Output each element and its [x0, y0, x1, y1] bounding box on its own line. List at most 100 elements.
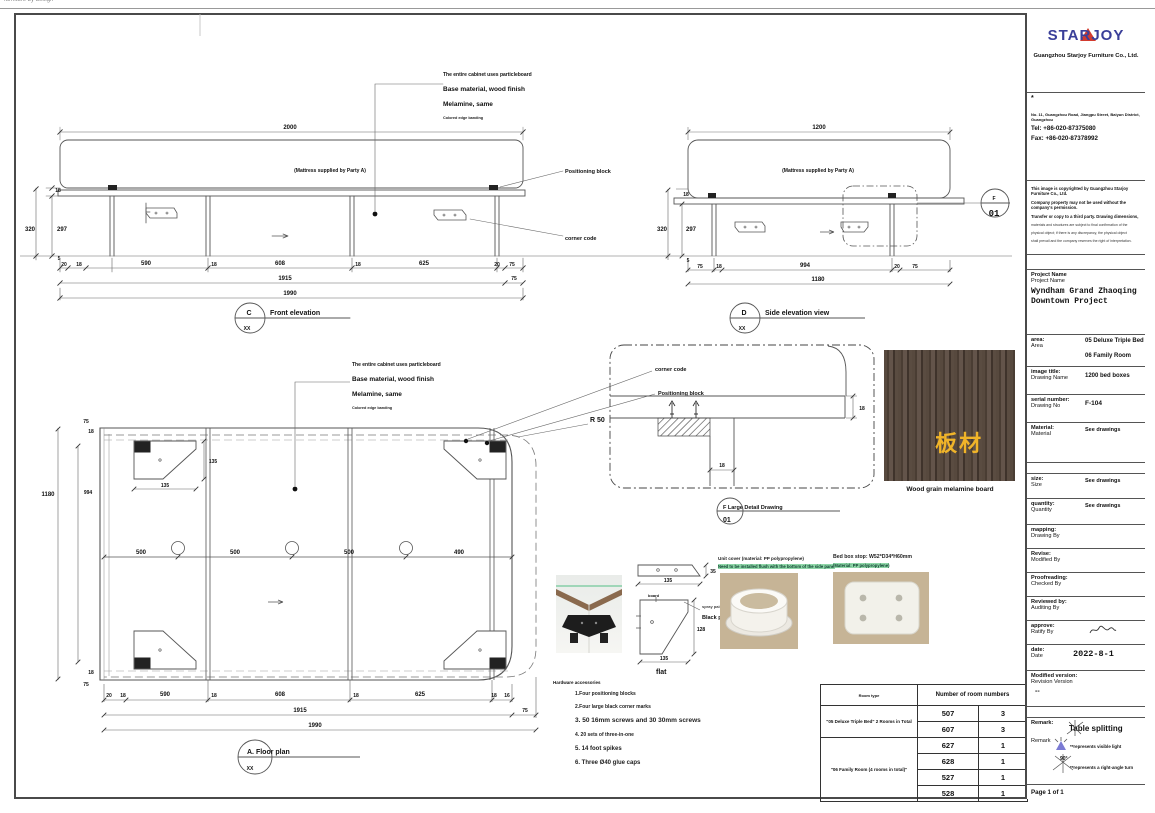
front-b18a: 18 [76, 262, 82, 268]
front-break-mark [271, 233, 289, 239]
plan-r50-label: R 50 [590, 417, 605, 424]
front-r75: 75 [511, 276, 517, 282]
plan-d1180: 1180 [41, 492, 55, 498]
copyright-box: This image is copyrighted by Guangzhou S… [1027, 181, 1145, 255]
side-detail-callout-box [842, 185, 918, 247]
area-value-1: 05 Deluxe Triple Bed [1085, 338, 1144, 344]
side-b75a: 75 [697, 264, 703, 270]
front-b75: 75 [509, 262, 515, 268]
flat-label: flat [656, 669, 667, 676]
plan-b18c: 18 [353, 693, 359, 699]
plan-positioning-block-label: Positioning block [658, 391, 705, 397]
unit-cover-photo [720, 573, 798, 649]
visible-light-icon [1054, 737, 1068, 750]
plan-title: A. Floor plan [247, 749, 290, 756]
note-line-1: The entire cabinet uses particleboard [443, 72, 532, 78]
front-xx: XX [244, 326, 251, 332]
ring-caption-2: Need to be installed flush with the bott… [718, 564, 836, 569]
wood-overlay-text: 板材 [935, 430, 984, 456]
room-628: 628 [917, 753, 979, 770]
project-name-box: Project Name Project Name Wyndham Grand … [1027, 269, 1145, 335]
side-r1180: 1180 [811, 277, 825, 283]
plan-r1990: 1990 [308, 723, 322, 729]
front-top-board [57, 189, 526, 197]
side-b994: 994 [800, 263, 811, 269]
star-mark: * [1031, 95, 1034, 102]
front-legs [109, 195, 500, 257]
modified-by-box: Revise: Modified By [1027, 549, 1145, 573]
hardware-item-6: 6. Three Ø40 glue caps [575, 760, 641, 766]
room-group-2-label: "06 Family Room (4 rooms in total)" [820, 737, 918, 802]
front-mattress-note: (Mattress supplied by Party A) [294, 168, 366, 174]
plan-b20: 20 [106, 693, 112, 699]
company-name: Guangzhou Starjoy Furniture Co., Ltd. [1033, 53, 1139, 59]
detail-d18-bottom: 18 [719, 463, 725, 469]
side-b18: 18 [716, 264, 722, 270]
side-top-board [673, 197, 965, 205]
front-cabinet-notes: The entire cabinet uses particleboard Ba… [443, 72, 593, 120]
size-box: size: Size See drawings [1027, 473, 1145, 499]
room-count-table: Room type Number of room numbers "05 Del… [820, 684, 1028, 802]
front-positioning-block-right [489, 185, 498, 190]
detail-title: F Large Detail Drawing [723, 505, 783, 511]
clipped-header-text: furniture by design [4, 0, 54, 3]
plan-b18a: 18 [120, 693, 126, 699]
front-note-leader-dot [372, 211, 378, 217]
wood-grain-photo: 板材 [884, 350, 1015, 481]
hardware-list: Hardware accessories 1.Four positioning … [553, 680, 803, 774]
front-elevation-drawing: 2000 (Mattress supplied by Party A) Posi… [25, 83, 612, 334]
drawing-no-value: F-104 [1085, 400, 1102, 407]
plate-d135: 135 [664, 578, 673, 584]
drawing-no-box: serial number: Drawing No F-104 [1027, 395, 1145, 423]
side-legs [711, 204, 895, 256]
front-b590: 590 [141, 261, 152, 267]
plan-b16: 16 [504, 693, 510, 699]
front-positioning-block-left [108, 185, 117, 190]
company-address: No. 11, Guangzhou Road, Jiangpu Street, … [1031, 112, 1140, 122]
company-tel: Tel: +86-020-87375080 [1031, 125, 1096, 132]
detail-screw-1 [668, 400, 676, 418]
side-b75b: 75 [912, 264, 918, 270]
room-527: 527 [917, 769, 979, 786]
front-b608: 608 [275, 261, 286, 267]
plan-d135h: 135 [161, 483, 170, 489]
title-block: STARJOY Guangzhou Starjoy Furniture Co.,… [1025, 13, 1145, 799]
plan-b18d: 18 [491, 693, 497, 699]
room-507: 507 [917, 705, 979, 722]
side-xx: XX [739, 326, 746, 332]
front-r1990: 1990 [283, 291, 297, 297]
side-dim-320: 320 [657, 227, 668, 233]
detail-screw-2 [692, 400, 700, 418]
front-b20: 20 [61, 262, 67, 268]
front-title: Front elevation [270, 310, 320, 317]
material-box: Material: Material See drawings [1027, 423, 1145, 463]
company-fax: Fax: +86-020-87378992 [1031, 135, 1098, 142]
hardware-item-1: 1.Four positioning blocks [575, 691, 636, 697]
project-name-value: Wyndham Grand Zhaoqing Downtown Project [1031, 287, 1137, 306]
plan-c500a: 500 [136, 550, 147, 556]
remark-title: Table splitting [1069, 724, 1123, 733]
wood-caption: Wood grain melamine board [906, 486, 994, 493]
auditing-by-box: Reviewed by: Auditing By [1027, 597, 1145, 621]
area-value-2: 06 Family Room [1085, 353, 1132, 359]
plan-c500b: 500 [230, 550, 241, 556]
side-title: Side elevation view [765, 310, 830, 317]
plan-mattress-outline [104, 434, 537, 678]
side-b20: 20 [894, 264, 900, 270]
signature-scribble [1089, 625, 1117, 634]
size-value: See drawings [1085, 478, 1121, 484]
front-b20b: 20 [494, 262, 500, 268]
note-line-4: Colored edge banding [443, 116, 484, 120]
logo-box: STARJOY Guangzhou Starjoy Furniture Co.,… [1027, 13, 1145, 93]
plan-b590: 590 [160, 692, 171, 698]
ring-caption-1: Unit cover (material: PP polypropylene) [718, 556, 804, 561]
hardware-item-2: 2.Four large black corner marks [575, 704, 651, 710]
page-number: Page 1 of 1 [1031, 789, 1064, 796]
detail-d18-right: 18 [859, 406, 865, 412]
stop-caption-1: Bed box stop: W52*D34*H60mm [833, 554, 912, 560]
right-angle-icon [1052, 754, 1074, 773]
corner-plate-flat-drawing: 135 35 board spray paint Black paint 135… [635, 562, 732, 676]
date-value: 2022-8-1 [1073, 649, 1114, 659]
